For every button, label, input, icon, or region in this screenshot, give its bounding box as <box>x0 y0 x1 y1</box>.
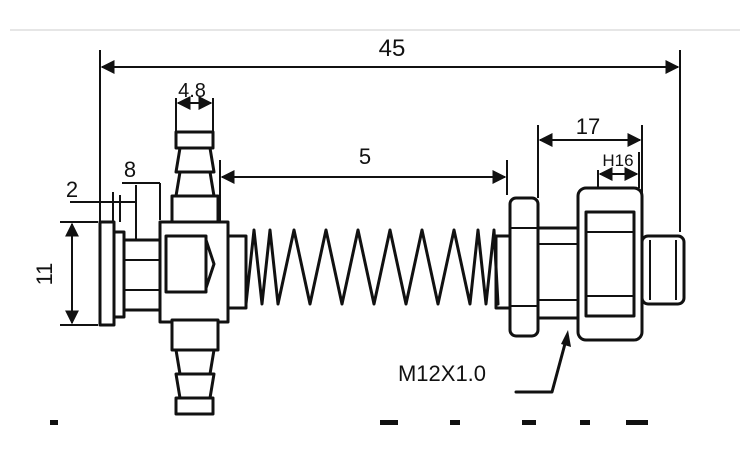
barb-fitting <box>158 130 230 416</box>
dimension-pad-diameter: 11 <box>32 221 98 326</box>
threaded-body <box>536 226 584 320</box>
hex-width-label: 4.8 <box>178 80 206 102</box>
dimension-hex-nut: H16 <box>597 151 640 188</box>
suction-pad <box>98 220 168 327</box>
dimension-overall-length: 45 <box>99 35 681 232</box>
dimension-hex-width: 4.8 <box>175 80 214 134</box>
hex-nut <box>576 186 644 342</box>
spring <box>244 228 500 306</box>
end-cap <box>640 234 686 306</box>
nut-section-label: 17 <box>576 114 600 139</box>
pad-diameter-label: 11 <box>32 263 57 286</box>
cropped-text-remnants <box>50 420 648 425</box>
dimension-flange-thickness: 2 <box>66 177 135 225</box>
hex-nut-label: H16 <box>602 151 633 170</box>
spring-length-label: 5 <box>359 144 371 169</box>
thread-callout: M12X1.0 <box>398 330 571 394</box>
flange-thickness-label: 2 <box>66 177 78 202</box>
thread-callout-label: M12X1.0 <box>398 361 486 386</box>
flange-height-label: 8 <box>124 157 136 182</box>
lock-nut <box>508 196 540 338</box>
overall-length-label: 45 <box>379 35 406 62</box>
dimension-spring-length: 5 <box>219 144 508 222</box>
